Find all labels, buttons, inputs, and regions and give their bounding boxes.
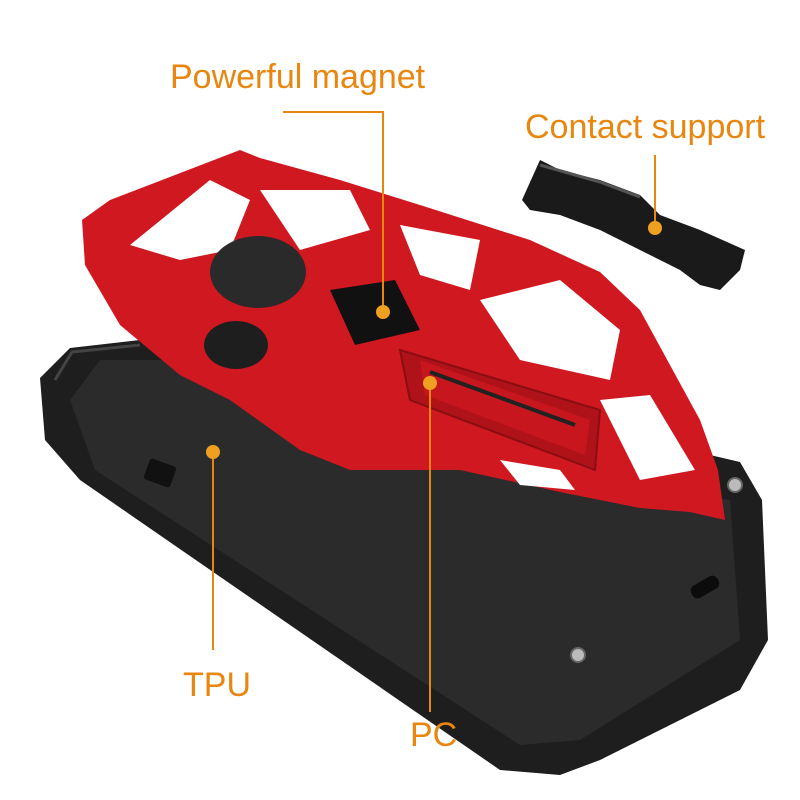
- label-pc: PC: [410, 716, 458, 754]
- label-contact-support: Contact support: [525, 108, 766, 146]
- leader-lines: [212, 111, 656, 712]
- magnet-marker: [376, 305, 390, 319]
- label-tpu: TPU: [183, 666, 251, 704]
- pc-frame: [82, 150, 725, 520]
- contact-marker: [648, 221, 662, 235]
- contact-support-part: [522, 160, 745, 290]
- label-powerful-magnet: Powerful magnet: [170, 58, 426, 96]
- tpu-marker: [206, 445, 220, 459]
- pc-marker: [423, 376, 437, 390]
